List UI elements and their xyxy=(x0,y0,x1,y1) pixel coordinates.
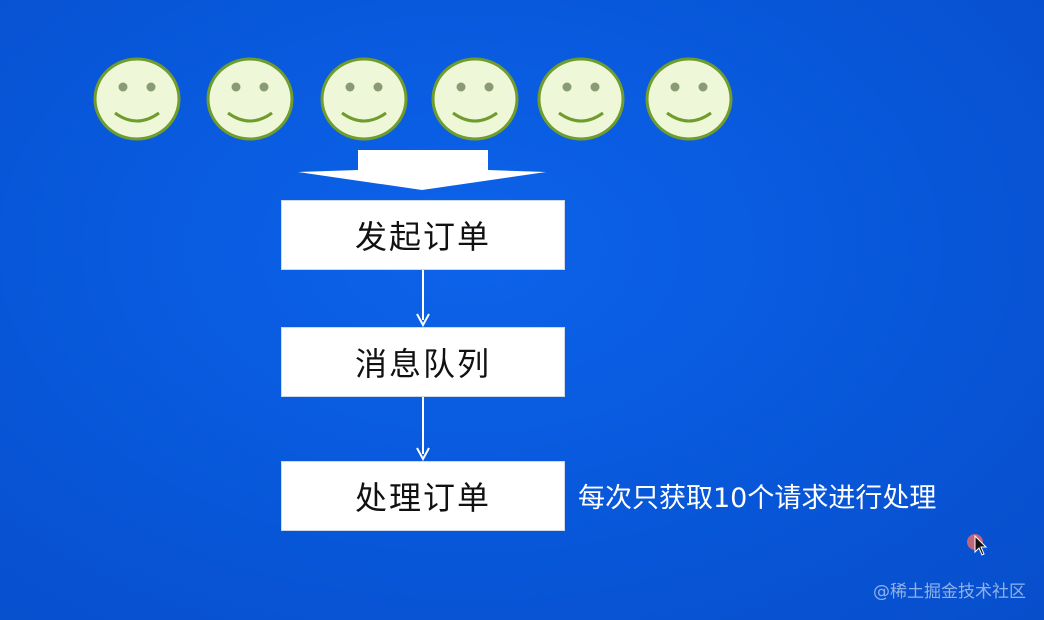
step-box-message-queue: 消息队列 xyxy=(281,327,565,397)
smiley-face-icon xyxy=(320,57,408,141)
step-box-process-order: 处理订单 xyxy=(281,461,565,531)
step-label: 发起订单 xyxy=(354,218,491,256)
step-label: 处理订单 xyxy=(354,479,491,517)
watermark-text: @稀土掘金技术社区 xyxy=(873,582,1026,602)
smiley-face-icon xyxy=(206,57,294,141)
funnel-arrow-icon xyxy=(290,150,550,192)
connector-arrow xyxy=(414,397,432,461)
smiley-face-icon xyxy=(537,57,625,141)
connector-arrow xyxy=(414,270,432,327)
mouse-cursor-icon xyxy=(966,530,990,558)
smiley-face-icon xyxy=(431,57,519,141)
step-box-place-order: 发起订单 xyxy=(281,200,565,270)
smiley-face-icon xyxy=(645,57,733,141)
step-label: 消息队列 xyxy=(354,345,491,383)
smiley-face-icon xyxy=(93,57,181,141)
annotation-note: 每次只获取10个请求进行处理 xyxy=(578,483,937,514)
